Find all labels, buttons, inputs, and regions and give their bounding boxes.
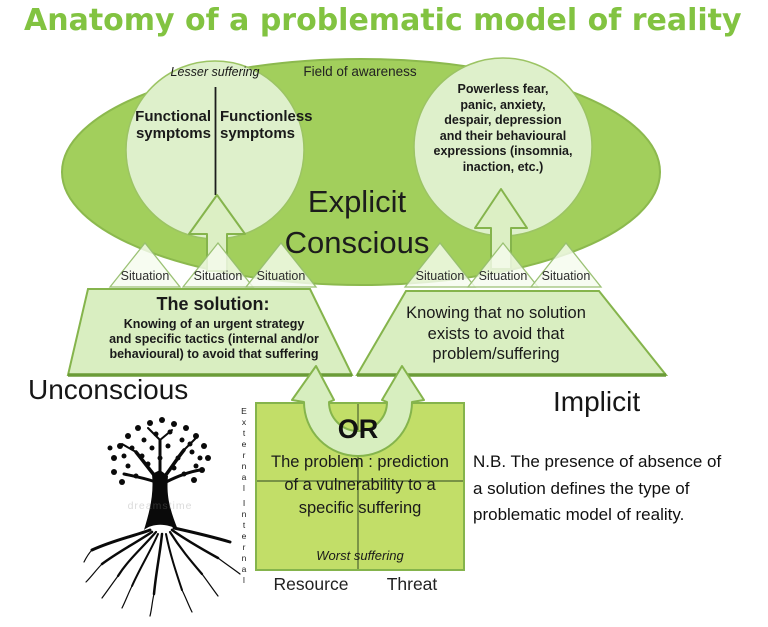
solution-text: Knowing of an urgent strategy and specif… — [92, 317, 336, 362]
note-line: N.B. The presence of absence of — [473, 452, 722, 471]
external-axis-label: External — [239, 406, 249, 494]
problem-text: The problem : prediction of a vulnerabil… — [258, 451, 462, 520]
explicit-label: Explicit — [307, 184, 407, 219]
powerless-line: inaction, etc.) — [462, 159, 544, 174]
situation-triangle — [466, 241, 540, 288]
problem-line: of a vulnerability to a — [284, 476, 436, 494]
lesser-suffering-caption: Lesser suffering — [170, 65, 260, 79]
functional-line: symptoms — [135, 125, 211, 142]
note-line: a solution defines the type of — [473, 478, 690, 498]
solution-line: behavioural) to avoid that suffering — [109, 347, 319, 361]
tree-roots-image — [83, 417, 241, 617]
situation-label: Situation — [478, 269, 528, 283]
situation-triangle — [108, 241, 182, 288]
situation-label: Situation — [541, 269, 591, 283]
conscious-label: Conscious — [284, 225, 430, 260]
internal-axis-label: Internal — [239, 498, 249, 586]
no-solution-line: problem/suffering — [432, 345, 560, 363]
functional-symptoms-label: Functional symptoms — [133, 108, 211, 142]
page-title: Anatomy of a problematic model of realit… — [24, 3, 742, 38]
situation-label: Situation — [256, 269, 306, 283]
problem-line: specific suffering — [298, 499, 422, 517]
functionless-symptoms-label: Functionless symptoms — [220, 108, 324, 142]
powerless-line: panic, anxiety, — [460, 97, 546, 112]
solution-title: The solution: — [156, 294, 270, 314]
situation-triangle — [244, 241, 318, 288]
or-arrows — [291, 365, 425, 457]
solution-line: Knowing of an urgent strategy — [123, 317, 305, 331]
functionless-line: Functionless — [220, 108, 313, 125]
situation-triangles — [108, 241, 603, 288]
worst-suffering-caption: Worst suffering — [316, 548, 404, 563]
powerless-line: despair, depression — [444, 113, 562, 127]
situation-triangle — [181, 241, 255, 288]
situation-label: Situation — [120, 269, 170, 283]
or-label: OR — [337, 414, 379, 444]
no-solution-line: Knowing that no solution — [406, 304, 586, 322]
resource-label: Resource — [273, 574, 349, 594]
powerless-line: and their behavioural — [439, 128, 567, 143]
field-of-awareness-label: Field of awareness — [303, 64, 417, 79]
situation-label: Situation — [415, 269, 465, 283]
powerless-line: Powerless fear, — [457, 82, 549, 96]
external-internal-axis: External Internal — [237, 406, 251, 586]
watermark-text: dreamstime — [127, 500, 193, 512]
no-solution-text: Knowing that no solution exists to avoid… — [394, 303, 598, 365]
unconscious-label: Unconscious — [28, 374, 189, 405]
solution-line: and specific tactics (internal and/or — [109, 332, 319, 346]
no-solution-line: exists to avoid that — [427, 324, 565, 343]
problem-line: The problem : prediction — [271, 453, 449, 471]
functional-line: Functional — [135, 108, 211, 125]
implicit-label: Implicit — [553, 386, 641, 417]
note-text: N.B. The presence of absence of a soluti… — [473, 449, 765, 529]
threat-label: Threat — [386, 574, 438, 594]
situation-triangle — [529, 241, 603, 288]
note-line: problematic model of reality. — [473, 505, 685, 524]
powerless-feelings-text: Powerless fear, panic, anxiety, despair,… — [428, 82, 578, 175]
functionless-line: symptoms — [220, 125, 296, 142]
powerless-line: expressions (insomnia, — [433, 144, 573, 158]
situation-triangle — [403, 241, 477, 288]
situation-label: Situation — [193, 269, 243, 283]
